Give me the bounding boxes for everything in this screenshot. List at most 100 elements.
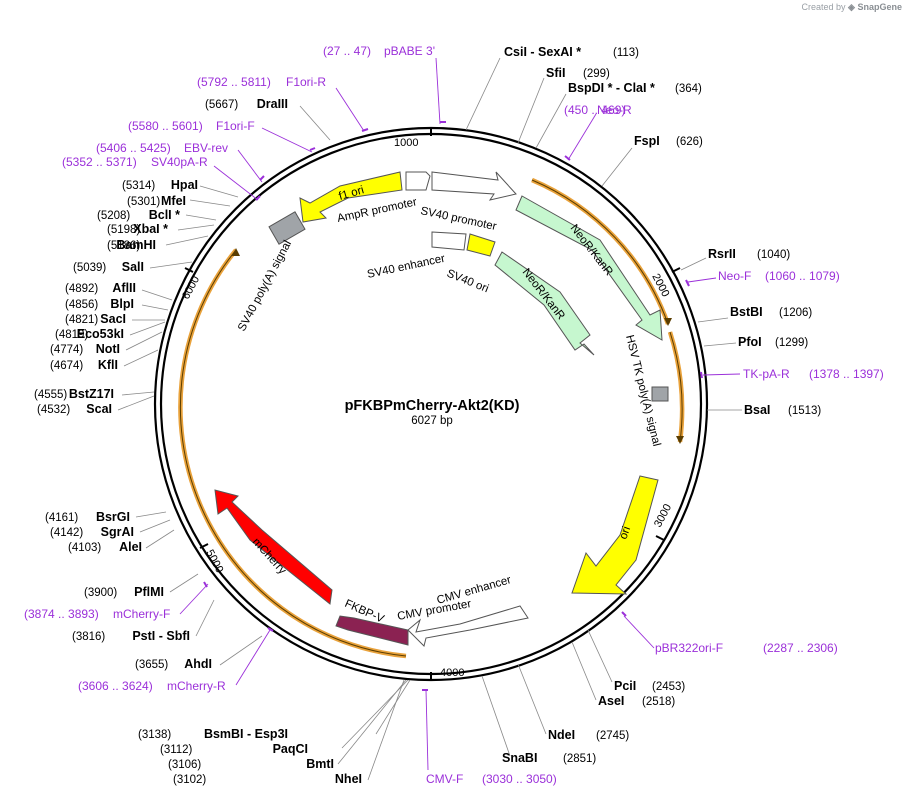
primer-name[interactable]: F1ori-F (216, 119, 255, 133)
site-name[interactable]: MfeI (161, 194, 186, 208)
feature-neor-kanr-inner (494, 251, 595, 356)
primer-name[interactable]: Neo-R (597, 103, 632, 117)
feature-name-label: SV40 enhancer (366, 253, 446, 281)
site-name[interactable]: NheI (335, 772, 362, 786)
site-position: (1513) (788, 405, 821, 417)
site-position: (5301) (127, 196, 160, 208)
site-name[interactable]: BsmBI - Esp3I (204, 727, 288, 741)
site-position: (3816) (72, 631, 105, 643)
plasmid-name: pFKBPmCherry-Akt2(KD) (345, 398, 520, 414)
site-name[interactable]: BsaI (744, 403, 770, 417)
site-position: (3106) (168, 759, 201, 771)
site-position: (4856) (65, 299, 98, 311)
site-position: (4674) (50, 360, 83, 372)
primer-name[interactable]: mCherry-F (113, 607, 170, 621)
plasmid-size: 6027 bp (411, 415, 453, 427)
site-name[interactable]: BstZ17I (69, 387, 114, 401)
site-name[interactable]: CsiI - SexAI * (504, 45, 581, 59)
labels: pFKBPmCherry-Akt2(KD)6027 bp100020003000… (24, 44, 884, 786)
site-name[interactable]: PstI - SbfI (132, 629, 190, 643)
feature-sv40-promoter (431, 171, 517, 201)
site-connectors (117, 57, 742, 781)
feature-name-label: CMV promoter (396, 598, 472, 623)
site-name[interactable]: AhdI (184, 657, 212, 671)
site-name[interactable]: FspI (634, 134, 660, 148)
primer-name[interactable]: SV40pA-R (151, 155, 208, 169)
feature-mcherry (214, 489, 333, 605)
site-name[interactable]: PfoI (738, 335, 762, 349)
site-position: (2745) (596, 730, 629, 742)
site-name[interactable]: BmtI (306, 757, 334, 771)
site-name[interactable]: SacI (100, 312, 126, 326)
site-position: (3138) (138, 729, 171, 741)
site-position: (2851) (563, 753, 596, 765)
site-name[interactable]: SfiI (546, 66, 565, 80)
site-name[interactable]: BstBI (730, 305, 763, 319)
site-name[interactable]: AleI (119, 540, 142, 554)
tick-label: 1000 (394, 137, 418, 149)
site-name[interactable]: AflII (112, 281, 136, 295)
feature-ampr-promoter (405, 171, 431, 191)
site-name[interactable]: SalI (122, 260, 144, 274)
site-name[interactable]: SgrAI (101, 525, 134, 539)
primer-name[interactable]: pBR322ori-F (655, 641, 723, 655)
site-position: (626) (676, 136, 703, 148)
site-position: (4532) (37, 404, 70, 416)
site-name[interactable]: BclI * (149, 208, 180, 222)
site-name[interactable]: PaqCI (273, 742, 308, 756)
site-name[interactable]: Eco53kI (77, 327, 124, 341)
site-name[interactable]: ScaI (86, 402, 112, 416)
primer-range: (27 .. 47) (323, 44, 371, 58)
site-name[interactable]: XbaI * (133, 222, 168, 236)
feature-sv40-polya-box (268, 211, 306, 245)
site-name[interactable]: BlpI (110, 297, 134, 311)
site-position: (2453) (652, 681, 685, 693)
orf-arcs (178, 177, 685, 659)
site-name[interactable]: BspDI * - ClaI * (568, 81, 655, 95)
site-position: (4774) (50, 344, 83, 356)
primer-range: (2287 .. 2306) (763, 641, 838, 655)
primer-range: (1378 .. 1397) (809, 367, 884, 381)
site-name[interactable]: NdeI (548, 728, 575, 742)
site-name[interactable]: SnaBI (502, 751, 537, 765)
feature-name-label: SV40 promoter (419, 205, 497, 233)
primer-name[interactable]: pBABE 3' (384, 44, 435, 58)
primer-name[interactable]: EBV-rev (184, 141, 228, 155)
site-name[interactable]: BsrGI (96, 510, 130, 524)
feature-label: ori (618, 525, 634, 541)
feature-cmv-promoter (407, 605, 529, 647)
primer-name[interactable]: mCherry-R (167, 679, 226, 693)
site-name[interactable]: KflI (98, 358, 118, 372)
site-name[interactable]: RsrII (708, 247, 736, 261)
site-position: (1040) (757, 249, 790, 261)
site-position: (4161) (45, 512, 78, 524)
primer-markers (203, 121, 703, 691)
site-position: (113) (613, 47, 639, 59)
site-position: (3900) (84, 587, 117, 599)
site-position: (5314) (122, 180, 155, 192)
site-position: (4142) (50, 527, 83, 539)
primer-connectors (179, 57, 741, 771)
site-name[interactable]: AseI (598, 694, 624, 708)
primer-name[interactable]: Neo-F (718, 269, 751, 283)
primer-name[interactable]: F1ori-R (286, 75, 326, 89)
feature-sv40-ori (466, 233, 496, 257)
primer-name[interactable]: TK-pA-R (743, 367, 790, 381)
site-name[interactable]: HpaI (171, 178, 198, 192)
primer-range: (5580 .. 5601) (128, 119, 203, 133)
feature-hsv-tk-polya-box (651, 386, 669, 402)
site-name[interactable]: PflMI (134, 585, 164, 599)
site-name[interactable]: PciI (614, 679, 636, 693)
credit-brand: SnapGene (857, 2, 902, 12)
site-name[interactable]: NotI (96, 342, 120, 356)
site-position: (5667) (205, 99, 238, 111)
site-name[interactable]: DraIII (257, 97, 288, 111)
primer-range: (5352 .. 5371) (62, 155, 137, 169)
site-name[interactable]: BamHI (116, 238, 156, 252)
site-position: (3112) (160, 744, 193, 756)
primer-range: (3874 .. 3893) (24, 607, 99, 621)
site-position: (5186) (107, 240, 140, 252)
primer-name[interactable]: CMV-F (426, 772, 463, 786)
site-position: (4821) (65, 314, 98, 326)
site-position: (3655) (135, 659, 168, 671)
